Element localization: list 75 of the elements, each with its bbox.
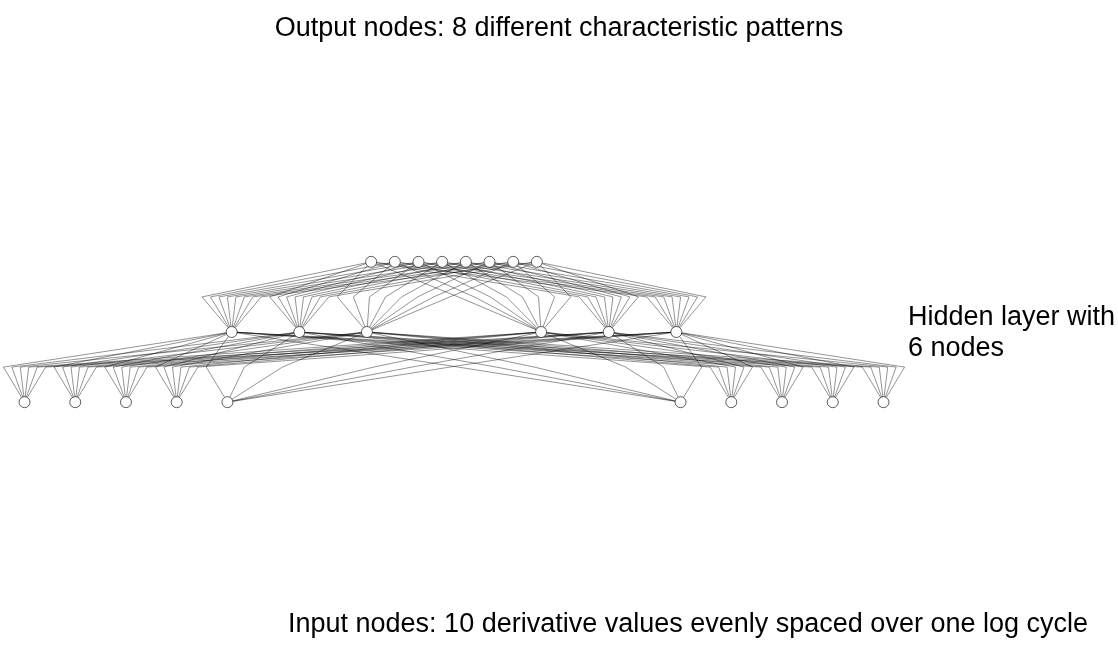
node-circle bbox=[412, 256, 425, 268]
node-circle bbox=[877, 396, 890, 408]
node-circle bbox=[221, 396, 234, 408]
node-circle bbox=[826, 396, 839, 408]
connector bbox=[206, 336, 229, 398]
connector bbox=[371, 264, 485, 330]
connector bbox=[229, 334, 295, 398]
connector bbox=[679, 336, 702, 398]
node-circle bbox=[674, 396, 687, 408]
node-circle bbox=[365, 256, 377, 268]
connector bbox=[104, 333, 227, 398]
connector bbox=[172, 332, 362, 397]
connector bbox=[540, 265, 571, 328]
node-circle bbox=[670, 326, 683, 338]
layer-label: Hidden layer with 6 nodes bbox=[908, 301, 1116, 362]
node-circle bbox=[18, 396, 31, 408]
node-circle bbox=[725, 396, 738, 408]
node-circle bbox=[120, 396, 132, 408]
node-circle bbox=[389, 256, 401, 268]
node-circle bbox=[483, 256, 496, 268]
connector bbox=[210, 262, 390, 328]
connector bbox=[370, 264, 462, 329]
node-circle bbox=[776, 396, 788, 408]
node-circle bbox=[170, 396, 183, 408]
connector bbox=[546, 332, 787, 397]
connector bbox=[337, 265, 368, 328]
connector bbox=[613, 332, 795, 398]
node-circle bbox=[460, 256, 472, 268]
node-circle bbox=[225, 326, 238, 338]
node-circle bbox=[361, 326, 373, 338]
connector bbox=[232, 332, 604, 402]
connector bbox=[518, 262, 698, 328]
connector bbox=[62, 332, 295, 398]
connector bbox=[613, 334, 679, 398]
connector bbox=[470, 262, 614, 327]
connector bbox=[304, 332, 676, 402]
connector bbox=[545, 333, 677, 400]
connector bbox=[353, 265, 391, 328]
connector bbox=[369, 264, 438, 328]
connector bbox=[681, 332, 855, 398]
connector bbox=[286, 263, 414, 328]
connector bbox=[218, 262, 414, 328]
layer-caption: Input nodes: 10 derivative values evenly spaced over one log cycle bbox=[288, 608, 1088, 638]
connector bbox=[446, 264, 538, 329]
node-circle bbox=[293, 326, 306, 338]
connector bbox=[681, 334, 753, 398]
connector bbox=[113, 332, 295, 398]
node-circle bbox=[436, 256, 448, 268]
node-circle bbox=[507, 256, 519, 268]
connector bbox=[681, 333, 804, 398]
connector bbox=[294, 262, 438, 327]
connector bbox=[277, 263, 390, 328]
connector bbox=[613, 332, 846, 398]
connector bbox=[470, 264, 539, 328]
connector bbox=[11, 332, 295, 398]
connector bbox=[518, 263, 631, 328]
layer-caption: Output nodes: 8 different characteristic patterns bbox=[274, 12, 844, 42]
node-circle bbox=[531, 256, 543, 268]
connector bbox=[613, 332, 897, 398]
connector bbox=[494, 263, 622, 328]
connector bbox=[53, 332, 227, 398]
connector bbox=[494, 262, 690, 328]
node-circle bbox=[602, 326, 615, 338]
connector bbox=[232, 332, 536, 402]
connector bbox=[517, 265, 555, 328]
node-circle bbox=[69, 396, 82, 408]
connector bbox=[371, 263, 509, 330]
connector bbox=[231, 333, 363, 400]
connector bbox=[121, 332, 362, 397]
connector bbox=[163, 333, 295, 398]
connector bbox=[613, 333, 745, 398]
connector bbox=[372, 332, 676, 402]
connector bbox=[367, 264, 415, 327]
connector bbox=[155, 334, 227, 398]
node-circle bbox=[535, 326, 547, 338]
